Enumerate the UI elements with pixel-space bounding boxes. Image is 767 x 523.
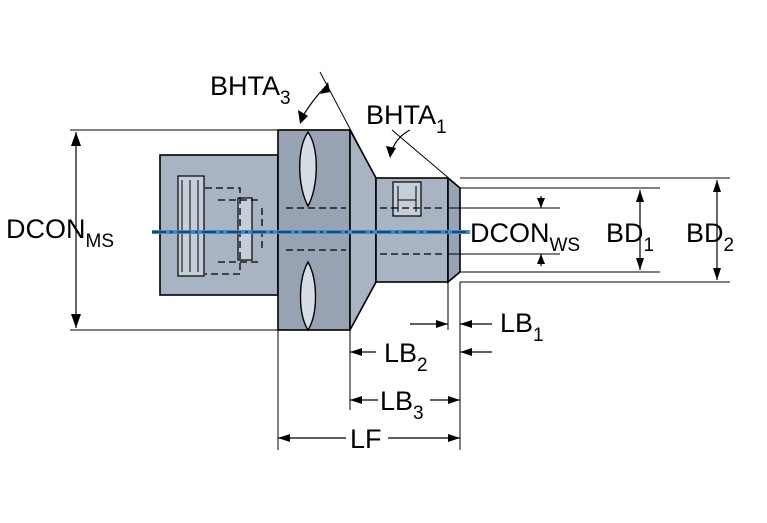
lb1-label: LB1 bbox=[500, 308, 544, 346]
dcon-ms-label: DCONMS bbox=[6, 214, 114, 252]
shank bbox=[159, 154, 279, 296]
dcon-ms-dimension bbox=[70, 129, 278, 331]
bhta3-label: BHTA3 bbox=[210, 71, 291, 109]
lf-label: LF bbox=[350, 424, 382, 454]
bhta1-angle bbox=[386, 129, 459, 187]
bhta3-angle bbox=[298, 71, 377, 179]
bd2-label: BD2 bbox=[686, 218, 734, 256]
lb3-label: LB3 bbox=[380, 386, 424, 424]
lb2-label: LB2 bbox=[384, 338, 428, 376]
bhta1-label: BHTA1 bbox=[366, 100, 447, 138]
right-diameter-dimensions bbox=[448, 177, 730, 283]
length-dimensions bbox=[277, 282, 492, 450]
dcon-ws-label: DCONWS bbox=[470, 218, 580, 256]
bd1-label: BD1 bbox=[606, 218, 654, 256]
